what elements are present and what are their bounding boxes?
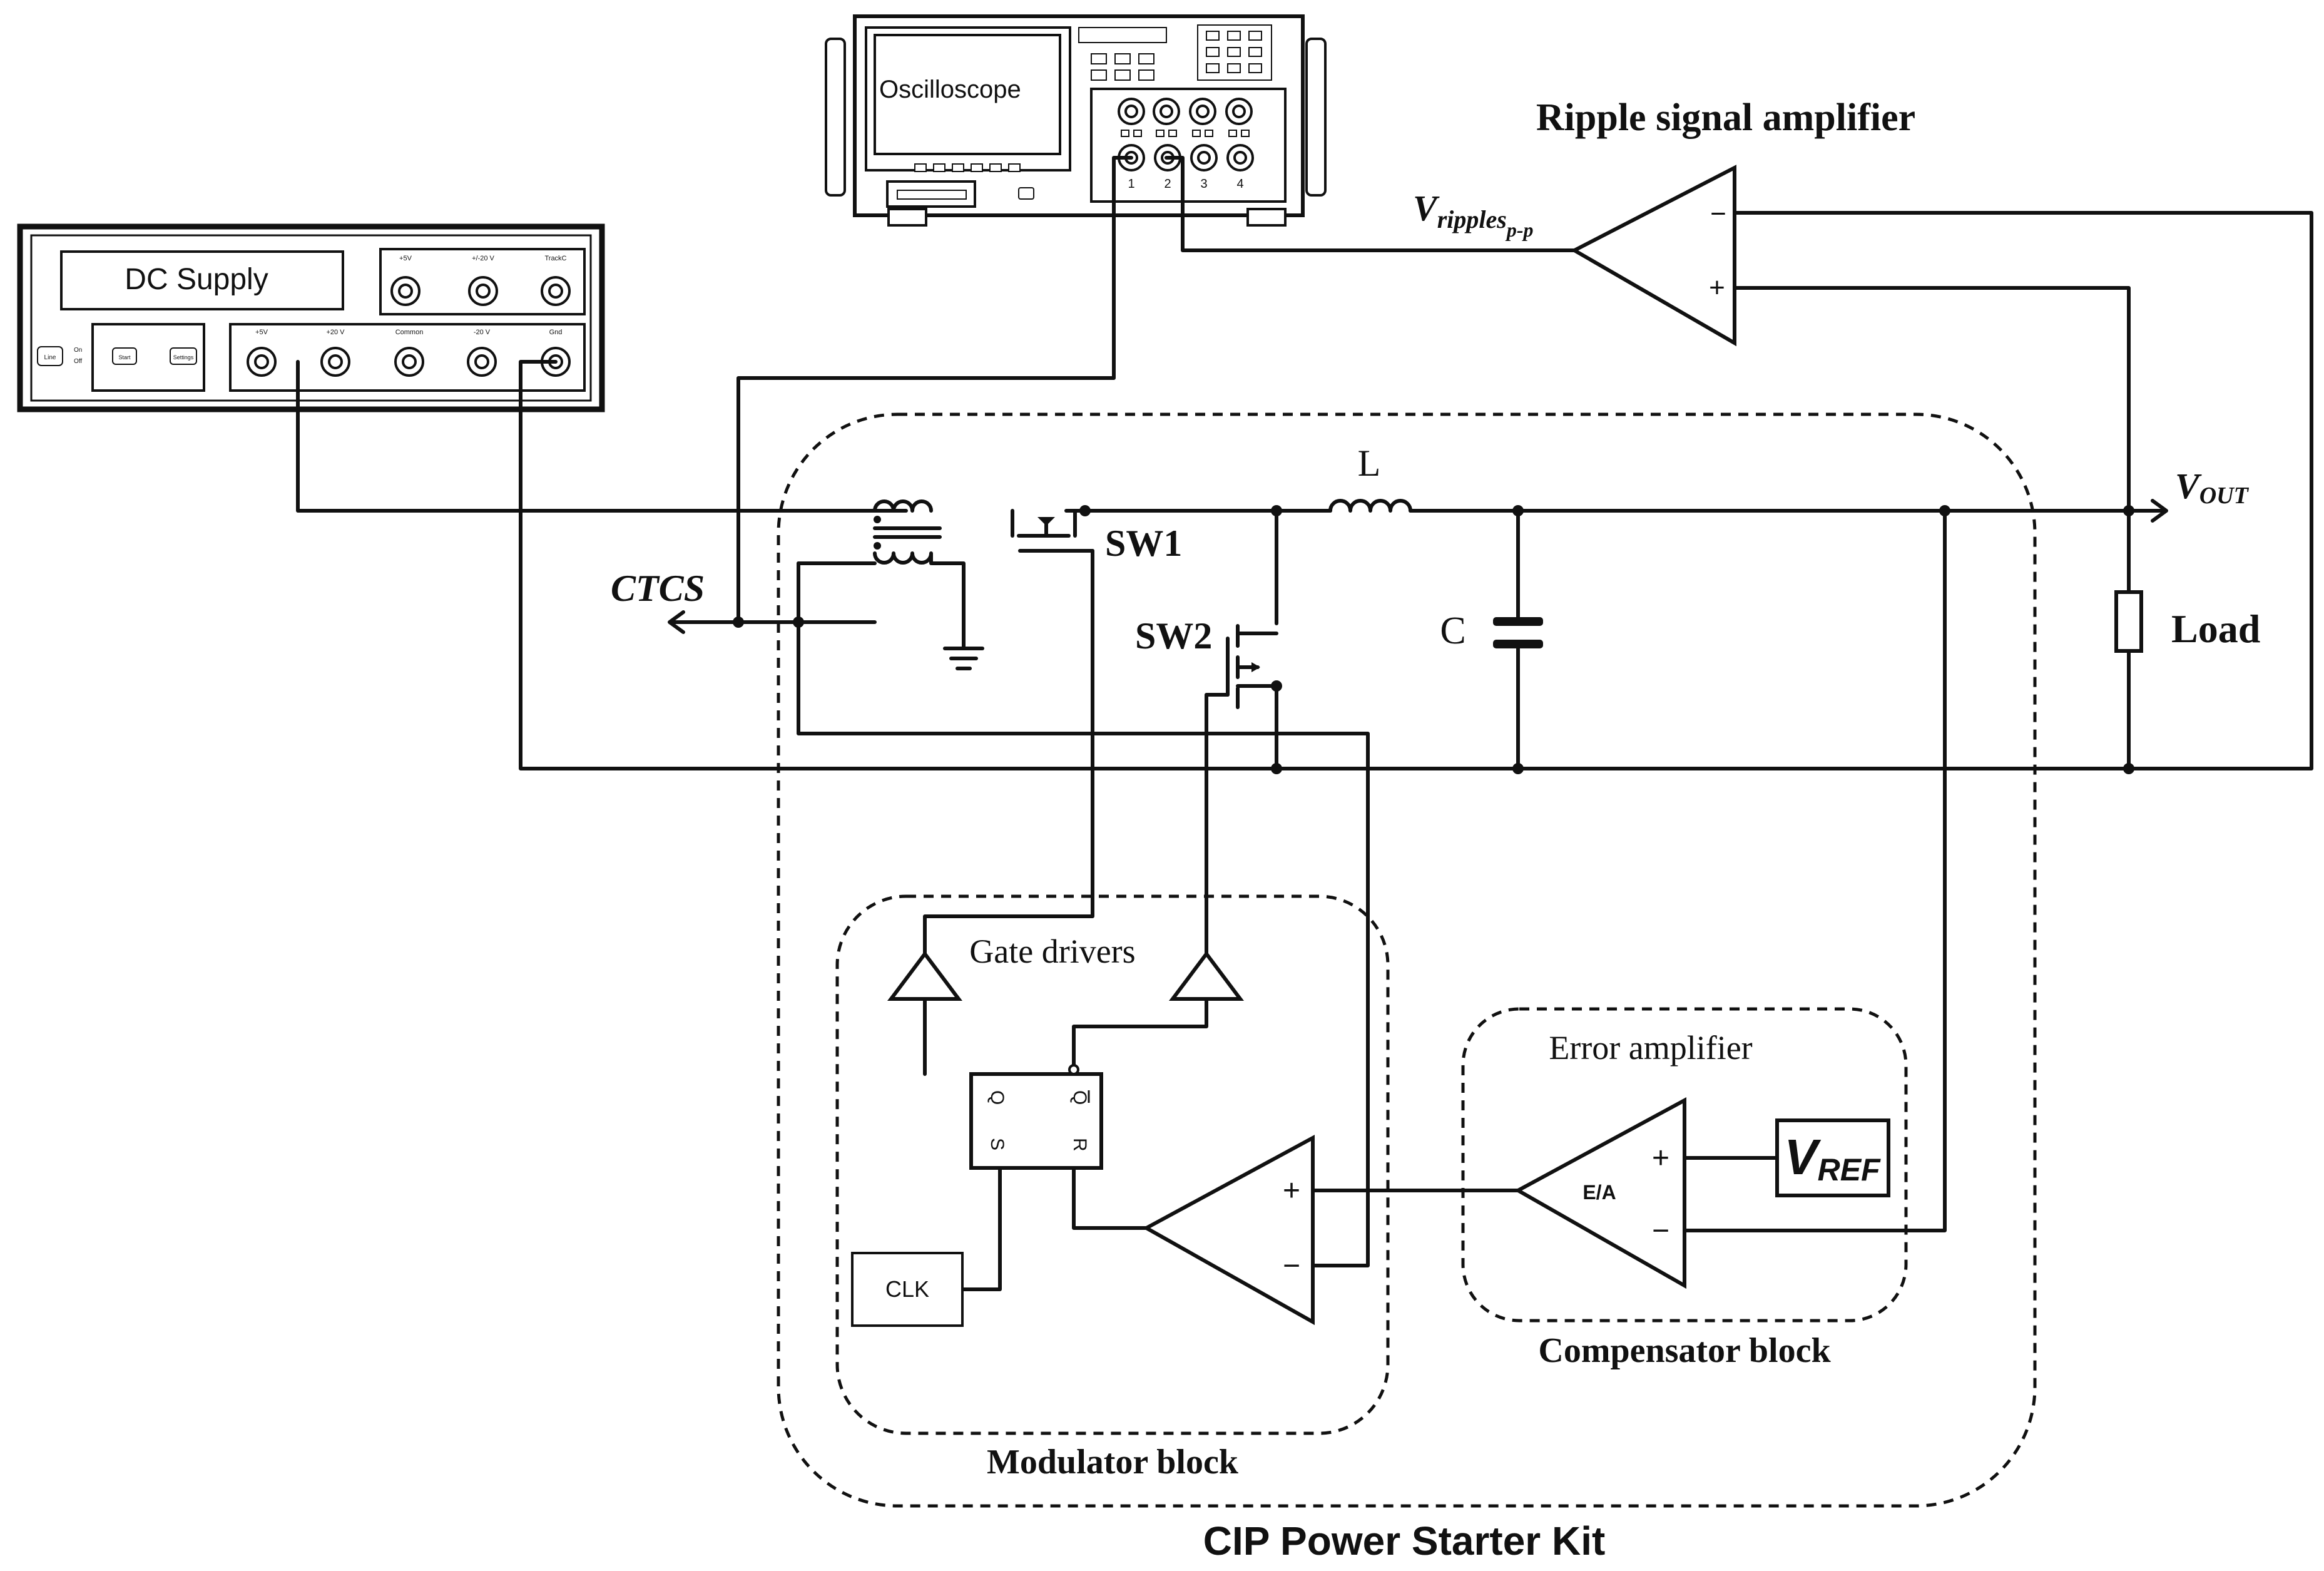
oscilloscope-menu-buttons[interactable] <box>1078 24 1272 81</box>
svg-text:+20 V: +20 V <box>326 329 345 336</box>
capacitor-label: C <box>1440 610 1465 652</box>
vref-label: VREF <box>1784 1129 1881 1187</box>
svg-text:+: + <box>1283 1174 1300 1207</box>
vout-label: VOUT <box>2175 466 2250 509</box>
sw2-mosfet <box>1226 624 1282 709</box>
channel-1-label: 1 <box>1128 177 1134 191</box>
dc-start-button[interactable] <box>112 347 137 365</box>
vref-box <box>1775 1118 1890 1197</box>
ripple-amplifier-title: Ripple signal amplifier <box>1536 96 1915 139</box>
inductor-label: L <box>1358 443 1381 484</box>
oscilloscope: Oscilloscope <box>825 14 1327 227</box>
svg-text:+5V: +5V <box>399 255 412 262</box>
junction-dots <box>733 505 2134 774</box>
oscilloscope-screen <box>874 34 1061 155</box>
ff-q-label: Q <box>987 1090 1007 1105</box>
dc-settings-button[interactable] <box>170 347 197 365</box>
svg-text:+/-20 V: +/-20 V <box>472 255 494 262</box>
load-resistor <box>2114 590 2143 653</box>
current-transformer <box>873 499 942 565</box>
oscilloscope-label: Oscilloscope <box>879 76 1021 103</box>
ff-r-label: R <box>1069 1138 1090 1152</box>
sr-flip-flop <box>969 1064 1103 1170</box>
compensator-block-outline <box>1461 1007 1908 1323</box>
svg-text:−: − <box>1283 1249 1300 1282</box>
gate-driver-2 <box>1169 951 1244 1001</box>
svg-text:Off: Off <box>74 358 82 365</box>
svg-text:+5V: +5V <box>255 329 268 336</box>
dc-supply-label: DC Supply <box>125 263 268 296</box>
sw1-mosfet <box>1011 505 1094 553</box>
channel-4-label: 4 <box>1236 177 1243 191</box>
svg-text:−: − <box>1710 198 1726 229</box>
svg-text:Common: Common <box>395 329 424 336</box>
error-amplifier-label: Error amplifier <box>1549 1029 1752 1067</box>
dc-jack-minus20v[interactable] <box>467 347 497 377</box>
channel-3-label: 3 <box>1200 177 1207 191</box>
sw2-label: SW2 <box>1135 615 1212 657</box>
clk-box <box>851 1252 964 1327</box>
svg-text:+: + <box>1709 272 1725 303</box>
svg-text:On: On <box>74 347 82 354</box>
inductor <box>1328 499 1412 513</box>
ff-qbar-label: Q <box>1069 1090 1090 1105</box>
channel-2-label: 2 <box>1164 177 1171 191</box>
compensator-block-label: Compensator block <box>1538 1331 1831 1370</box>
v-ripple-label: Vripplesp-p <box>1413 188 1533 241</box>
svg-text:Settings: Settings <box>173 354 194 361</box>
gate-drivers-label: Gate drivers <box>969 933 1135 970</box>
dc-top-jack-3[interactable] <box>541 276 571 306</box>
modulator-block-outline <box>835 894 1390 1435</box>
vout-arrow <box>2151 499 2168 523</box>
dc-jack-plus5v[interactable] <box>247 347 277 377</box>
modulator-block-label: Modulator block <box>987 1443 1239 1481</box>
dc-jack-plus20v[interactable] <box>320 347 350 377</box>
svg-text:−: − <box>1652 1214 1669 1247</box>
cip-kit-title: CIP Power Starter Kit <box>1203 1518 1606 1563</box>
svg-text:TrackC: TrackC <box>544 255 566 262</box>
clk-label: CLK <box>885 1276 929 1302</box>
svg-text:Gnd: Gnd <box>549 329 563 336</box>
cip-kit-outline <box>777 412 2037 1508</box>
svg-text:+: + <box>1652 1142 1669 1175</box>
load-label: Load <box>2171 606 2260 651</box>
dc-top-jack-2[interactable] <box>468 276 498 306</box>
oscilloscope-softkeys[interactable] <box>914 163 1021 172</box>
ff-s-label: S <box>987 1138 1007 1150</box>
ripple-amplifier: − + <box>1570 165 1736 347</box>
wires <box>296 156 2313 1291</box>
capacitor <box>1493 617 1543 648</box>
svg-text:-20 V: -20 V <box>474 329 491 336</box>
ctcs-output-arrow <box>668 610 685 634</box>
ctcs-label: CTCS <box>611 568 705 609</box>
ea-label: E/A <box>1582 1181 1616 1204</box>
svg-text:Start: Start <box>118 354 131 361</box>
error-amplifier <box>1514 1097 1686 1289</box>
gate-driver-1 <box>887 951 962 1001</box>
dc-power-switch[interactable] <box>37 346 63 366</box>
dc-supply-display <box>60 250 344 310</box>
dc-top-jack-1[interactable] <box>390 276 420 306</box>
pwm-comparator <box>1142 1134 1315 1326</box>
oscilloscope-power-button[interactable] <box>1018 187 1034 200</box>
dc-supply: DC Supply +5V +/-20 V TrackC Line On Off… <box>17 223 605 412</box>
dc-jack-common[interactable] <box>394 347 424 377</box>
sw1-label: SW1 <box>1105 523 1182 564</box>
svg-text:Line: Line <box>44 354 56 361</box>
